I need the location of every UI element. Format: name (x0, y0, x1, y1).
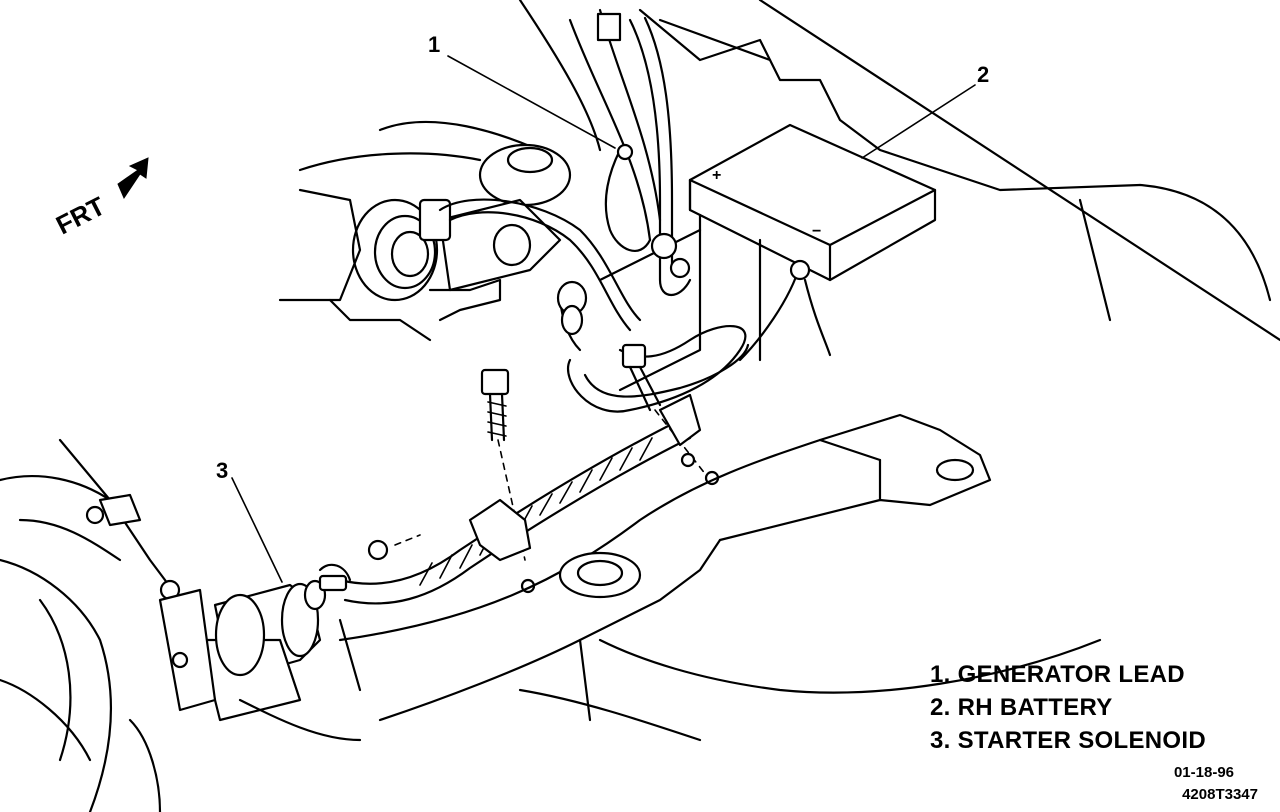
generator-assembly (278, 143, 572, 342)
drawing-code: 4208T3347 (1182, 786, 1258, 803)
rh-battery: + − (618, 123, 937, 392)
transmission-bell-housing (0, 438, 217, 812)
generator-lead (438, 12, 692, 332)
callout-2: 2 (861, 62, 989, 159)
callout-2-number: 2 (977, 62, 989, 87)
callout-1-number: 1 (428, 32, 440, 57)
svg-text:−: − (812, 223, 821, 240)
frt-label: FRT (51, 191, 110, 241)
starter-cable (318, 393, 702, 605)
callout-3-number: 3 (216, 458, 228, 483)
svg-text:+: + (712, 167, 721, 184)
mounting-hardware (367, 343, 720, 594)
legend-item-starter-solenoid: 3. STARTER SOLENOID (930, 727, 1206, 754)
forward-arrow-icon (117, 157, 149, 200)
callout-1: 1 (428, 32, 616, 149)
legend-item-rh-battery: 2. RH BATTERY (930, 694, 1113, 721)
starter-solenoid (198, 574, 362, 742)
drawing-date: 01-18-96 (1173, 764, 1234, 781)
battery-cables (556, 228, 832, 413)
callout-3: 3 (216, 458, 283, 583)
legend: 1. GENERATOR LEAD 2. RH BATTERY 3. START… (930, 658, 1206, 757)
forward-direction-indicator: FRT (51, 157, 149, 241)
frame-rail (338, 413, 1102, 742)
legend-item-generator-lead: 1. GENERATOR LEAD (930, 661, 1185, 688)
